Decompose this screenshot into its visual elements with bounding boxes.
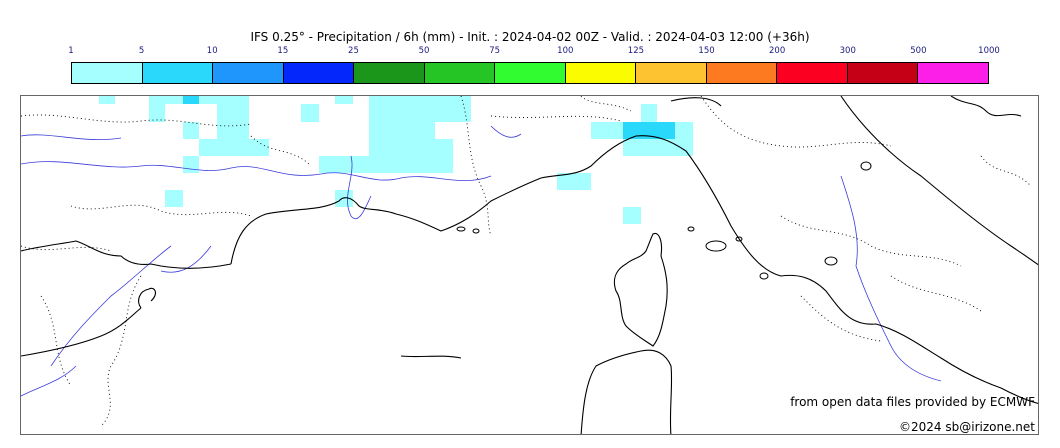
colorbar-segment xyxy=(283,63,355,83)
colorbar-tick-label: 500 xyxy=(910,46,927,56)
precip-layer-1-5 xyxy=(99,96,693,224)
colorbar-segment xyxy=(495,63,566,83)
island-sardinia xyxy=(580,349,673,434)
map-canvas xyxy=(21,96,1038,434)
colorbar-segment xyxy=(777,63,848,83)
colorbar-tick-label: 300 xyxy=(839,46,856,56)
colorbar-tick-label: 150 xyxy=(698,46,715,56)
colorbar-tick-label: 50 xyxy=(418,46,430,56)
data-source-credit: from open data files provided by ECMWF xyxy=(790,395,1035,409)
colorbar-tick-label: 5 xyxy=(138,46,145,56)
borders xyxy=(21,96,1032,427)
map-title: IFS 0.25° - Precipitation / 6h (mm) - In… xyxy=(250,30,810,44)
island-corsica xyxy=(613,232,668,347)
precipitation-map[interactable] xyxy=(20,95,1039,435)
rivers xyxy=(21,125,942,397)
colorbar-segment xyxy=(918,63,988,83)
colorbar-tick-label: 125 xyxy=(627,46,645,56)
colorbar-segment xyxy=(354,63,425,83)
colorbar-segment xyxy=(213,63,284,83)
colorbar-tick-label: 75 xyxy=(489,46,501,56)
colorbar-segment xyxy=(424,63,496,83)
colorbar-segment xyxy=(72,63,143,83)
colorbar xyxy=(71,62,989,84)
colorbar-tick-label: 25 xyxy=(348,46,359,56)
colorbar-segment xyxy=(565,63,637,83)
colorbar-tick-label: 100 xyxy=(557,46,574,56)
coastlines xyxy=(21,96,1038,404)
colorbar-tick-label: 1000 xyxy=(978,46,1000,56)
colorbar-tick-label: 15 xyxy=(277,46,289,56)
colorbar-segment xyxy=(636,63,707,83)
small-islands xyxy=(456,161,872,280)
colorbar-segment xyxy=(706,63,778,83)
colorbar-tick-label: 200 xyxy=(769,46,786,56)
colorbar-segment xyxy=(847,63,919,83)
copyright-credit: ©2024 sb@irizone.net xyxy=(899,420,1035,434)
colorbar-tick-label: 10 xyxy=(206,46,218,56)
colorbar-tick-label: 1 xyxy=(68,46,74,56)
precip-layer-5-10 xyxy=(183,96,675,139)
colorbar-segment xyxy=(142,63,214,83)
